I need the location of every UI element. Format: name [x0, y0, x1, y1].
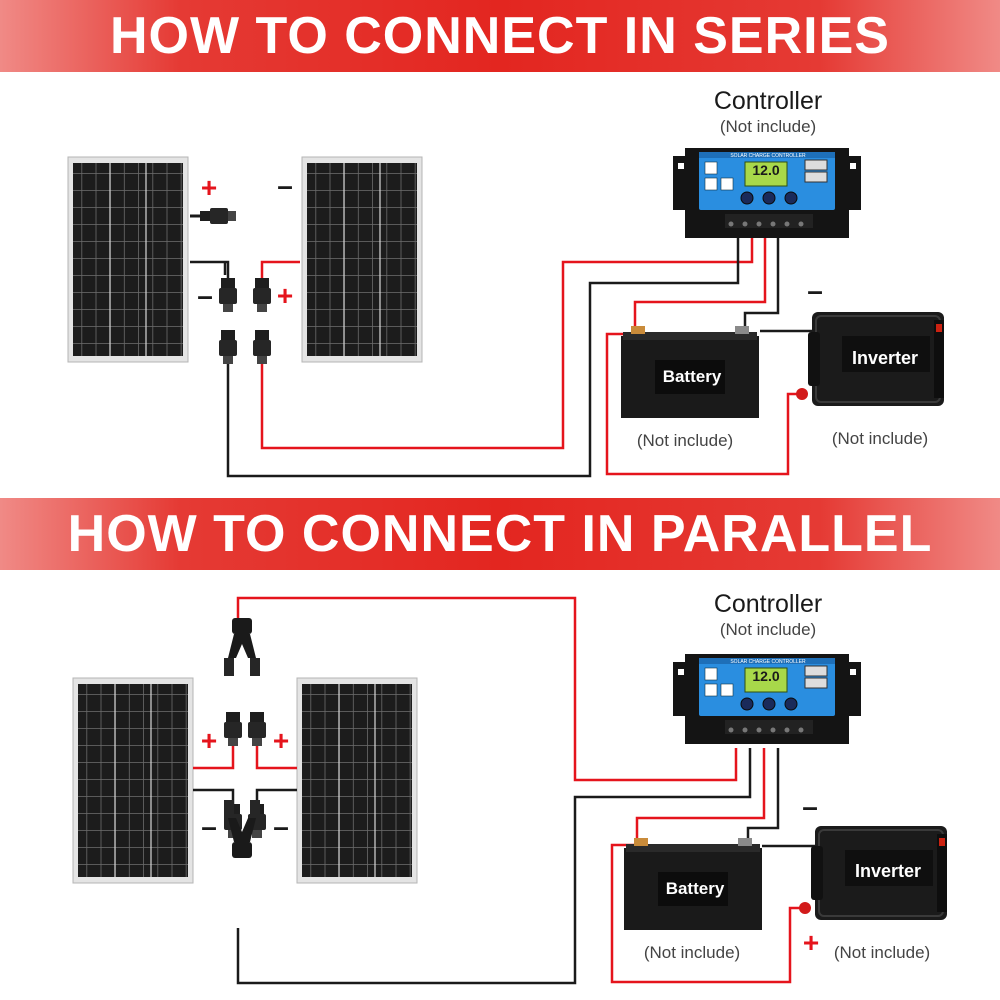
parallel-heading: HOW TO CONNECT IN PARALLEL [0, 498, 1000, 570]
parallel-wire-battery-negative [746, 748, 780, 840]
parallel-wire-inverter-positive [610, 843, 802, 984]
parallel-inverter-plus-sign: + [803, 927, 819, 958]
parallel-battery-label: Battery [666, 879, 725, 898]
parallel-wire-battery-positive [635, 748, 766, 840]
series-wire-battery-negative [743, 238, 780, 328]
series-connector-right [253, 278, 271, 312]
parallel-wire-pv-positive [236, 596, 738, 782]
series-lcd-readout: 12.0 [752, 162, 779, 178]
series-inverter-positive-terminal [796, 388, 808, 400]
parallel-lcd-readout: 12.0 [752, 668, 779, 684]
series-wire-pv-negative [226, 238, 740, 478]
parallel-inverter-positive-terminal [799, 902, 811, 914]
series-connector-left [219, 278, 237, 312]
series-solar-panel-left [67, 156, 189, 363]
parallel-plus-sign-right: + [273, 725, 289, 756]
series-minus-sign-top: – [277, 170, 293, 201]
series-solar-panel-right [301, 156, 423, 363]
series-controller-title: Controller [714, 87, 822, 115]
parallel-controller-header: SOLAR CHARGE CONTROLLER [730, 659, 806, 665]
series-heading: HOW TO CONNECT IN SERIES [0, 0, 1000, 72]
parallel-inverter-label: Inverter [855, 861, 921, 881]
series-minus-sign-left: – [197, 280, 213, 311]
series-controller-note: (Not include) [720, 117, 816, 136]
parallel-solar-panel-right [296, 677, 418, 884]
series-wire-pv-positive [260, 238, 754, 450]
series-battery-label: Battery [663, 367, 722, 386]
series-lead-neg [219, 330, 237, 364]
parallel-controller-title: Controller [714, 590, 822, 618]
series-inverter-note: (Not include) [832, 429, 928, 448]
parallel-minus-sign-right: – [273, 811, 289, 842]
parallel-connector-plus-right [248, 712, 266, 746]
parallel-plus-sign-left: + [201, 725, 217, 756]
series-top-connector-plus [190, 208, 236, 224]
series-wire-inverter-positive [605, 332, 800, 476]
parallel-controller-note: (Not include) [720, 620, 816, 639]
series-inverter-minus-sign: – [807, 275, 823, 306]
series-battery-note: (Not include) [637, 431, 733, 450]
parallel-inverter-note: (Not include) [834, 943, 930, 962]
parallel-branch-connector-positive [224, 618, 260, 676]
series-controller-header: SOLAR CHARGE CONTROLLER [730, 153, 806, 159]
parallel-minus-sign-left: – [201, 811, 217, 842]
series-section: SOLAR CHARGE CONTROLLER 12.0 Battery Inv… [67, 87, 945, 478]
series-plus-sign-top: + [201, 172, 217, 203]
parallel-solar-panel-left [72, 677, 194, 884]
parallel-wire-pv-negative [236, 748, 752, 985]
parallel-section: SOLAR CHARGE CONTROLLER 12.0 Battery Inv… [72, 590, 948, 985]
parallel-inverter-minus-sign: – [802, 791, 818, 822]
parallel-connector-plus-left [224, 712, 242, 746]
series-lead-pos [253, 330, 271, 364]
series-wire-battery-positive [633, 238, 767, 328]
parallel-battery-note: (Not include) [644, 943, 740, 962]
series-inverter-label: Inverter [852, 348, 918, 368]
series-wire-right-panel-pos [260, 260, 300, 278]
series-plus-sign-right: + [277, 280, 293, 311]
